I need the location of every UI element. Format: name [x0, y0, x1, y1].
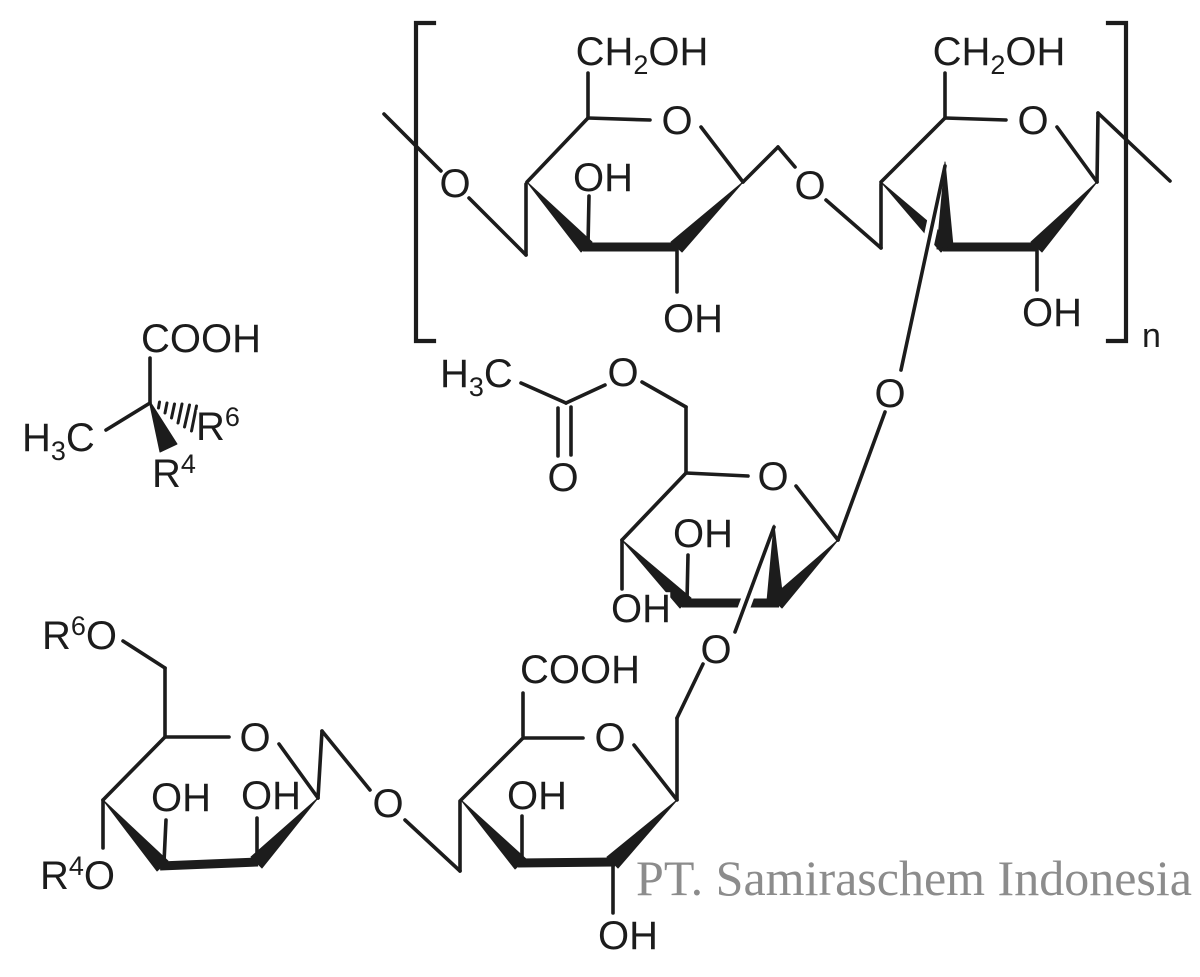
bond [836, 410, 887, 542]
bond [685, 553, 690, 603]
o-backbone-entry: O [439, 162, 470, 206]
o-sidechain-top: O [874, 372, 905, 416]
solid-wedge-bond [148, 399, 178, 453]
bond [699, 125, 745, 184]
o-ring-mannose: O [757, 455, 788, 499]
r6-label: R6 [196, 402, 240, 449]
bond [824, 198, 883, 250]
bond [733, 525, 776, 634]
bold-ring-edges [102, 181, 1098, 872]
ch2oh-label: CH2OH [576, 30, 709, 80]
o-acetate-carbonyl: O [547, 456, 578, 500]
h3c-pyruvate: H3C [22, 416, 95, 466]
pyruvate-stereo-bonds [148, 399, 198, 453]
hash-bond-tick [170, 402, 176, 420]
ring-bar [517, 857, 616, 868]
hash-bond-tick [157, 400, 161, 410]
bond [1055, 125, 1099, 184]
bond [564, 383, 607, 405]
ring-wedge [1030, 181, 1098, 253]
bond [277, 742, 320, 800]
axial-wedge [766, 524, 784, 602]
bond [620, 471, 688, 542]
bond [794, 484, 840, 542]
o-glycosidic-backbone: O [794, 164, 825, 208]
left-bracket [413, 20, 437, 344]
bond [382, 112, 443, 173]
bond [899, 164, 947, 372]
bond [162, 818, 168, 864]
bond [741, 145, 780, 184]
bond [684, 471, 750, 478]
bond [459, 736, 525, 802]
bond [320, 729, 372, 792]
o-mannose-glca: O [700, 628, 731, 672]
ring-bar [159, 857, 259, 871]
bond [525, 116, 590, 184]
right-bracket [1105, 20, 1129, 344]
bond [586, 194, 591, 247]
ring-wedge [606, 799, 678, 869]
atom-labels: CH2OH CH2OH O O O O O O O O O O O O OH O… [20, 28, 1161, 961]
bond [632, 743, 679, 802]
repeat-subscript-n: n [1142, 317, 1161, 355]
oh-glca-c3: OH [507, 774, 567, 818]
bond [467, 196, 528, 257]
hash-bond-tick [183, 403, 191, 429]
bond [776, 145, 797, 169]
cooh-glca: COOH [520, 648, 640, 692]
oh-ring1-c2: OH [663, 297, 723, 341]
o-acetate-ester: O [607, 351, 638, 395]
o-ring-glca: O [594, 716, 625, 760]
oh-mannose-c3: OH [673, 512, 733, 556]
ch2oh-label: CH2OH [933, 30, 1066, 80]
bond [640, 380, 688, 409]
side-chain-bonds [675, 160, 954, 801]
oh-ring2-c2: OH [1022, 291, 1082, 335]
oh-mannose-c4: OH [611, 587, 671, 631]
ring-wedge [670, 181, 744, 253]
r4-label: R4 [152, 449, 196, 496]
bond [675, 662, 705, 720]
repeat-brackets [413, 20, 1129, 344]
r6o-label: R6O [42, 611, 117, 658]
bond [879, 116, 947, 184]
hash-bond-tick [176, 402, 184, 425]
bond [104, 401, 152, 432]
hash-bond-tick [163, 401, 169, 415]
bond [403, 818, 462, 873]
o-ring2: O [1017, 99, 1048, 143]
o-ring-terminal-mannose: O [239, 716, 270, 760]
bond [121, 639, 167, 670]
bond [316, 729, 324, 800]
bond [519, 381, 568, 405]
bond [101, 735, 167, 802]
hash-bond-tick [190, 404, 198, 433]
watermark-text: PT. Samiraschem Indonesia [636, 850, 1192, 906]
oh-glca-c2: OH [598, 914, 658, 958]
h3c-acetate: H3C [440, 352, 513, 402]
bonds [101, 71, 1172, 915]
oh-tmannose-c2: OH [241, 774, 301, 818]
oh-ring1-c3: OH [573, 156, 633, 200]
axial-wedge [936, 161, 954, 250]
oh-tmannose-c3: OH [151, 776, 211, 820]
bond [943, 116, 1008, 122]
r4o-label: R4O [40, 851, 115, 898]
ring-wedge [770, 539, 839, 609]
bond [1095, 111, 1100, 184]
o-ring1: O [661, 99, 692, 143]
cooh-pyruvate: COOH [141, 317, 261, 361]
bond [1096, 111, 1172, 183]
ring-wedge [250, 797, 319, 869]
o-glycosidic-bottom: O [372, 782, 403, 826]
bond [586, 116, 652, 122]
